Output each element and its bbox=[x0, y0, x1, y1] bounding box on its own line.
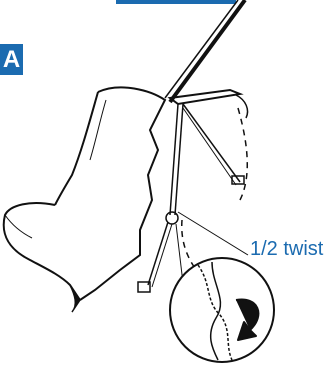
lower-strap bbox=[148, 222, 168, 285]
seat-back-front bbox=[55, 92, 98, 205]
top-latch-plate bbox=[170, 90, 240, 104]
seat-back bbox=[80, 87, 165, 300]
top-latch-arrow bbox=[236, 95, 248, 118]
tether-rod bbox=[170, 0, 245, 102]
magnifier-leader-right bbox=[178, 212, 248, 255]
seat-cushion-edge bbox=[5, 215, 32, 238]
swing-path bbox=[238, 108, 247, 200]
tether-rod-edge bbox=[165, 0, 238, 98]
step-badge: A bbox=[0, 44, 23, 75]
lower-strap-edge bbox=[152, 224, 172, 287]
twist-callout-label: 1/2 twist bbox=[250, 238, 323, 261]
cut-off-heading-fragment bbox=[116, 0, 236, 4]
seat-cushion bbox=[4, 203, 80, 300]
strap-upper-arm bbox=[183, 104, 240, 182]
strap-upper-arm-edge bbox=[183, 108, 236, 185]
seat-cushion-shadow bbox=[70, 285, 80, 312]
